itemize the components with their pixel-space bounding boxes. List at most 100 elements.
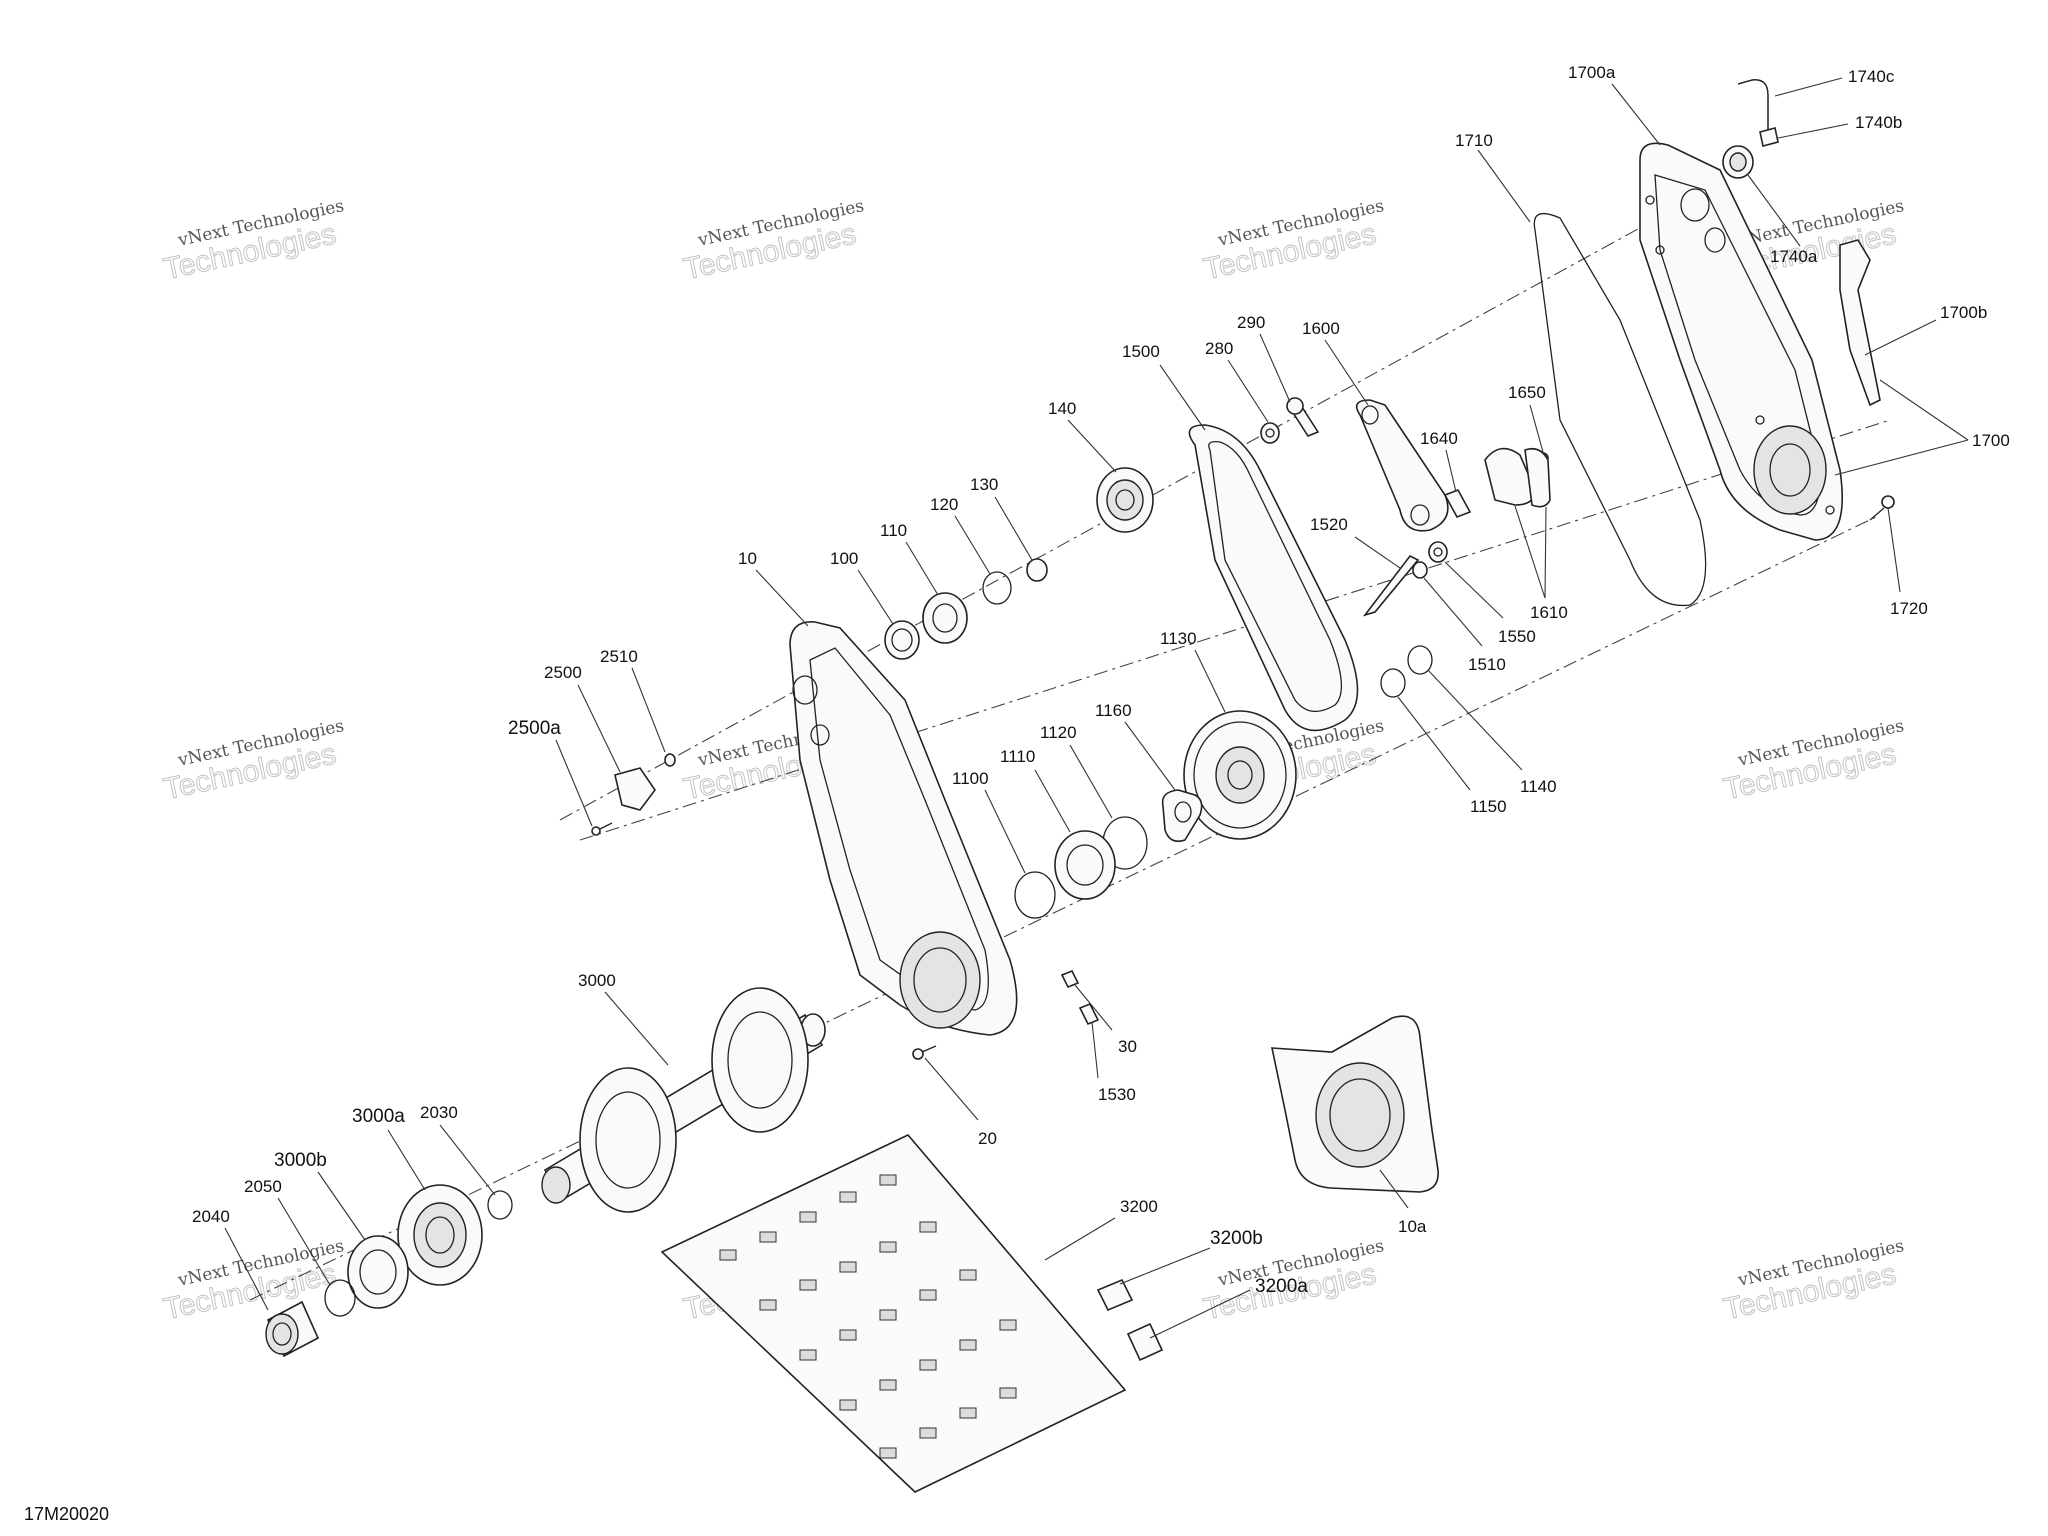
- tensioner-bolt: [1286, 397, 1320, 437]
- spacer-plate: [1271, 1015, 1439, 1193]
- callout-1150: 1150: [1470, 797, 1507, 816]
- callout-1500: 1500: [1122, 342, 1160, 361]
- upper-snap-ring: [982, 571, 1012, 605]
- tensioner-sprocket: [1484, 447, 1551, 508]
- callout-1740b: 1740b: [1855, 113, 1902, 132]
- oil-level-cap: [1722, 145, 1754, 179]
- axis-lower: [249, 514, 1881, 1301]
- drive-axle: [541, 987, 826, 1213]
- callout-3000a: 3000a: [352, 1106, 405, 1127]
- cover-gasket: [1533, 212, 1707, 607]
- callout-10a: 10a: [1398, 1217, 1427, 1236]
- callout-1740a: 1740a: [1770, 247, 1818, 266]
- callout-1520: 1520: [1310, 515, 1348, 534]
- callout-1640: 1640: [1420, 429, 1458, 448]
- tensioner-shaft: [1362, 554, 1420, 617]
- callout-1610: 1610: [1530, 603, 1568, 622]
- track-clip-single: [1096, 1278, 1134, 1312]
- housing-stud: [1078, 1002, 1100, 1026]
- leader-lines: [224, 77, 1969, 1339]
- callout-1700a: 1700a: [1568, 63, 1616, 82]
- watermark: vNext Technologies Technologies: [160, 716, 345, 807]
- vent-fitting: [1759, 127, 1779, 147]
- callout-2030: 2030: [420, 1103, 458, 1122]
- cover-bolt: [1869, 495, 1895, 521]
- callout-290: 290: [1237, 313, 1265, 332]
- callout-1110: 1110: [1000, 747, 1035, 766]
- callout-3200b: 3200b: [1210, 1228, 1263, 1249]
- lower-sprocket: [1183, 710, 1297, 840]
- callout-1700: 1700: [1972, 431, 2010, 450]
- housing-dowel: [1060, 969, 1080, 989]
- callout-3200: 3200: [1120, 1197, 1158, 1216]
- upper-sprocket: [1096, 467, 1154, 533]
- axle-snap-ring: [487, 1190, 513, 1220]
- upper-bearing: [922, 592, 968, 644]
- callout-2050: 2050: [244, 1177, 282, 1196]
- tensioner-washer-large: [1428, 541, 1448, 563]
- parts-layer: [265, 79, 1895, 1493]
- callout-2500: 2500: [544, 663, 582, 682]
- axis-middle: [579, 419, 1891, 841]
- callout-120: 120: [930, 495, 958, 514]
- vent-hose: [1737, 79, 1769, 130]
- lower-bearing: [1054, 830, 1116, 900]
- callout-3000b: 3000b: [274, 1150, 327, 1171]
- upper-seal: [884, 620, 920, 660]
- callout-110: 110: [880, 521, 907, 540]
- callout-1120: 1120: [1040, 723, 1077, 742]
- bracket-bolt: [591, 822, 613, 836]
- callout-1710: 1710: [1455, 131, 1493, 150]
- callout-1600: 1600: [1302, 319, 1340, 338]
- tensioner-arm: [1355, 399, 1449, 532]
- chaincase-housing: [789, 621, 1018, 1036]
- callout-3200a: 3200a: [1255, 1276, 1308, 1297]
- track-clip-alt: [1126, 1322, 1164, 1362]
- axle-end-nut: [265, 1300, 320, 1358]
- track-clip-sheet: [660, 1134, 1127, 1493]
- callout-1140: 1140: [1520, 777, 1557, 796]
- callout-2500a: 2500a: [508, 718, 561, 739]
- drain-bracket: [1839, 239, 1881, 407]
- callout-labels: 1700a 1740c 1740b 1740a 1710 1700b 1700 …: [192, 63, 2010, 1297]
- tensioner-snap-ring: [1407, 645, 1433, 675]
- lower-seal: [1014, 871, 1056, 919]
- callout-1740c: 1740c: [1848, 67, 1895, 86]
- sensor-bracket: [614, 767, 656, 811]
- callout-1700b: 1700b: [1940, 303, 1987, 322]
- callout-280: 280: [1205, 339, 1233, 358]
- lower-hub-spacer: [1161, 789, 1203, 843]
- callout-2040: 2040: [192, 1207, 230, 1226]
- drive-chain: [1188, 424, 1359, 732]
- callout-2510: 2510: [600, 647, 638, 666]
- callout-1720: 1720: [1890, 599, 1928, 618]
- watermark: vNext Technologies Technologies: [1720, 716, 1905, 807]
- callout-1510: 1510: [1468, 655, 1506, 674]
- callout-30: 30: [1118, 1037, 1137, 1056]
- callout-1130: 1130: [1160, 629, 1197, 648]
- callout-1530: 1530: [1098, 1085, 1136, 1104]
- callout-3000: 3000: [578, 971, 616, 990]
- callout-1550: 1550: [1498, 627, 1536, 646]
- drawing-code: 17M20020: [24, 1504, 110, 1524]
- callout-1650: 1650: [1508, 383, 1546, 402]
- tensioner-washer: [1260, 422, 1280, 444]
- callout-1100: 1100: [952, 769, 989, 788]
- watermark: vNext Technologies Technologies: [160, 196, 345, 287]
- upper-bearing-spacer: [1026, 558, 1048, 582]
- bearing-housing: [397, 1184, 483, 1286]
- watermark: vNext Technologies Technologies: [160, 1236, 345, 1327]
- tensioner-ring: [1380, 668, 1406, 698]
- housing-screw: [912, 1045, 937, 1060]
- watermark: vNext Technologies Technologies: [1200, 196, 1385, 287]
- watermark: vNext Technologies Technologies: [680, 196, 865, 287]
- chaincase-cover: [1639, 142, 1843, 541]
- axle-ring: [324, 1279, 356, 1317]
- callout-130: 130: [970, 475, 998, 494]
- axle-bearing: [347, 1235, 409, 1309]
- assembly-axes: [249, 194, 1891, 1301]
- callout-100: 100: [830, 549, 858, 568]
- watermark: vNext Technologies Technologies: [1720, 1236, 1905, 1327]
- callout-20: 20: [978, 1129, 997, 1148]
